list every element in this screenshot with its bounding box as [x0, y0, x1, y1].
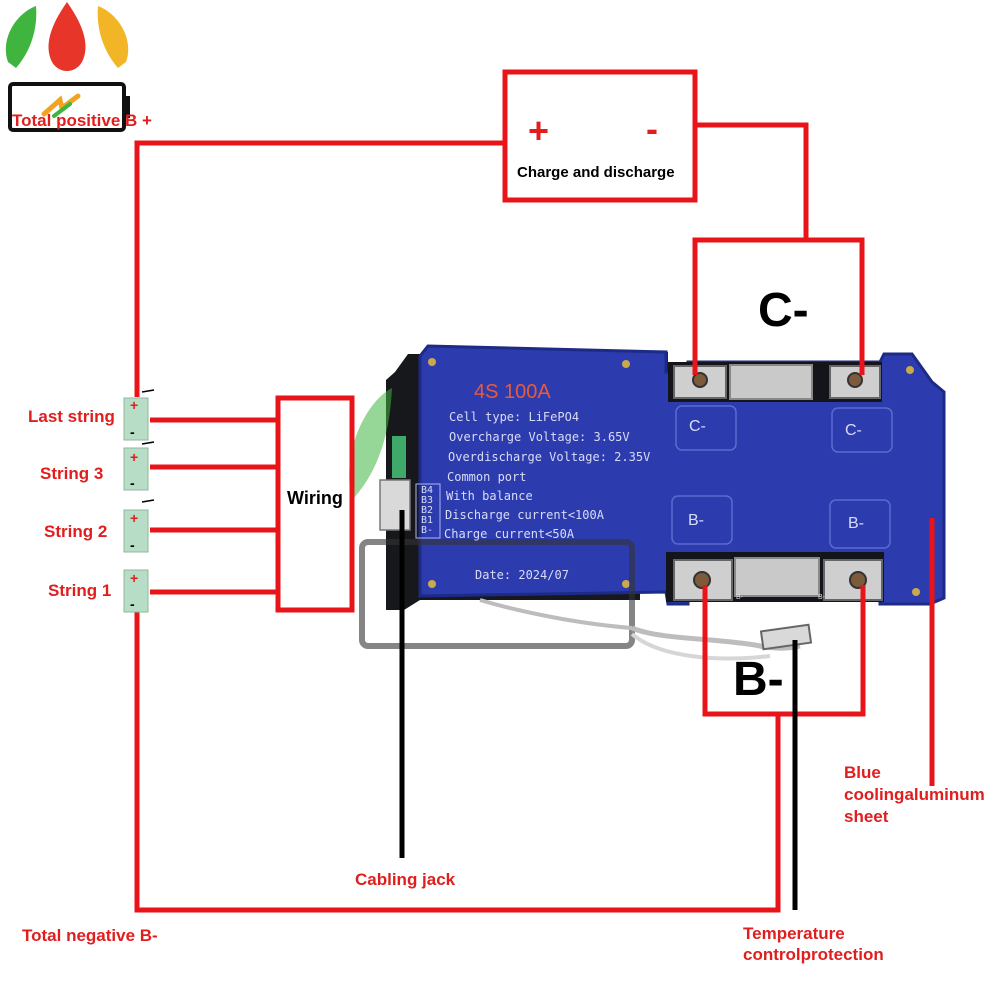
pin-label: B4	[421, 485, 434, 496]
cell-stack	[123, 389, 155, 613]
total-negative-label: Total negative B-	[22, 926, 158, 945]
red-wires	[134, 69, 935, 913]
cell-1-plus: +	[130, 570, 139, 586]
string-3-label: String 3	[40, 464, 104, 483]
blue-cooling-label-2: coolingaluminum	[844, 785, 985, 804]
c-minus-bridge	[692, 237, 865, 375]
board-spec-line: With balance	[446, 489, 533, 503]
wiring-box	[275, 395, 355, 613]
terminal-b-minus-2: B-	[848, 515, 864, 532]
bms-board	[349, 344, 946, 661]
battery-charge-icon	[8, 82, 130, 132]
pin-label: B1	[421, 515, 434, 526]
cell-4-minus: -	[130, 424, 135, 440]
b-minus-bridge	[702, 585, 866, 717]
string-2-label: String 2	[44, 522, 108, 541]
tiny-b-minus-2: B-	[818, 594, 825, 601]
board-spec-line: Cell type: LiFePO4	[449, 410, 580, 424]
terminal-b-minus-1: B-	[688, 512, 704, 529]
cell-3-plus: +	[130, 449, 139, 465]
control-protection-label: controlprotection	[743, 945, 884, 964]
board-date: Date: 2024/07	[475, 568, 569, 582]
total-positive-label: Total positive B +	[12, 111, 152, 130]
charge-plus-sign: +	[528, 110, 550, 151]
charge-discharge-box	[502, 69, 698, 203]
board-spec-line: Discharge current<100A	[445, 508, 604, 522]
temperature-label: Temperature	[743, 924, 845, 943]
string-1-label: String 1	[48, 581, 112, 600]
board-title: 4S 100A	[474, 381, 551, 403]
blue-cooling-label-1: Blue	[844, 763, 881, 782]
cell-4-plus: +	[130, 397, 139, 413]
pin-label: B3	[421, 495, 434, 506]
charge-discharge-label: Charge and discharge	[517, 164, 675, 181]
negative-wire-to-c	[695, 122, 809, 240]
total-negative-wire	[134, 596, 781, 913]
last-string-label: Last string	[28, 407, 115, 426]
blue-cooling-label-3: sheet	[844, 807, 889, 826]
positive-wire	[134, 140, 505, 397]
cabling-jack-label: Cabling jack	[355, 870, 456, 889]
black-wires	[399, 510, 798, 910]
board-spec-line: Overdischarge Voltage: 2.35V	[448, 450, 651, 464]
cell-3-minus: -	[130, 475, 135, 491]
b-minus-big-label: B-	[733, 653, 784, 706]
pin-label: B-	[421, 525, 434, 536]
charge-minus-sign: -	[646, 108, 658, 149]
tiny-b-minus-1: B-	[736, 594, 743, 601]
cell-2-plus: +	[130, 510, 139, 526]
c-minus-big-label: C-	[758, 284, 809, 337]
wiring-label: Wiring	[287, 488, 343, 508]
cell-1-minus: -	[130, 596, 135, 612]
flame-petal-logo-icon	[5, 2, 129, 71]
cell-2-minus: -	[130, 537, 135, 553]
board-spec-line: Charge current<50A	[444, 527, 575, 541]
pin-label: B2	[421, 505, 434, 516]
terminal-c-minus-2: C-	[845, 422, 862, 439]
terminal-c-minus-1: C-	[689, 418, 706, 435]
board-spec-line: Overcharge Voltage: 3.65V	[449, 430, 630, 444]
board-spec-line: Common port	[447, 470, 527, 484]
